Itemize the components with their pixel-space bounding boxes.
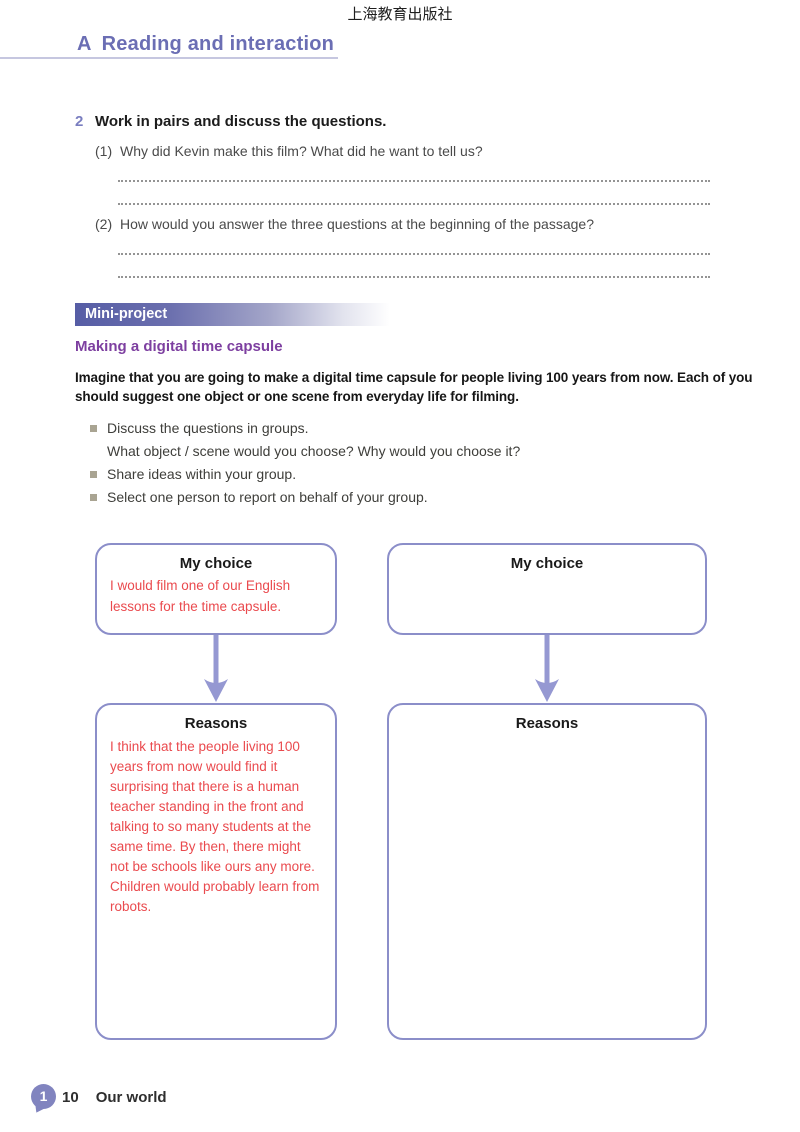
reasons-box-right: Reasons [387, 703, 707, 1040]
answer-line[interactable] [118, 203, 710, 205]
arrow-down-icon [535, 635, 559, 702]
question-item: (2) How would you answer the three quest… [95, 214, 710, 234]
box-title: My choice [179, 555, 253, 572]
exercise-header: 2 Work in pairs and discuss the question… [75, 112, 710, 132]
my-choice-box-left: My choice I would film one of our Englis… [95, 543, 337, 635]
section-letter: A [77, 33, 92, 55]
list-item: Share ideas within your group. [90, 463, 735, 486]
publisher-name: 上海教育出版社 [347, 5, 453, 23]
unit-number-badge: 1 [31, 1084, 56, 1109]
mini-project-title: Making a digital time capsule [75, 338, 283, 355]
list-item-text: Select one person to report on behalf of… [107, 486, 428, 509]
square-bullet-icon [90, 425, 97, 432]
box-title: Reasons [515, 715, 579, 732]
section-heading: A Reading and interaction [77, 33, 334, 56]
exercise-2: 2 Work in pairs and discuss the question… [75, 112, 710, 278]
question-text: Why did Kevin make this film? What did h… [120, 143, 483, 159]
box-title: My choice [510, 555, 584, 572]
my-choice-box-right: My choice [387, 543, 707, 635]
question-item: (1) Why did Kevin make this film? What d… [95, 141, 710, 161]
handwritten-answer[interactable]: I would film one of our English lessons … [110, 578, 291, 614]
exercise-number: 2 [75, 113, 84, 130]
arrow-down-icon [204, 635, 228, 702]
handwritten-answer[interactable]: I think that the people living 100 years… [110, 739, 320, 914]
question-number: (2) [95, 216, 113, 232]
exercise-instruction: Work in pairs and discuss the questions. [95, 113, 387, 130]
square-bullet-icon [90, 494, 97, 501]
bullet-line: Share ideas within your group. [107, 466, 297, 482]
mini-project-intro: Imagine that you are going to make a dig… [75, 370, 753, 404]
answer-line[interactable] [118, 180, 710, 182]
mini-project-section: Mini-project Making a digital time capsu… [75, 303, 753, 509]
unit-title: Our world [95, 1089, 167, 1106]
bullet-line: Select one person to report on behalf of… [107, 489, 428, 505]
reasons-box-left: Reasons I think that the people living 1… [95, 703, 337, 1040]
answer-line[interactable] [118, 276, 710, 278]
mini-project-banner: Mini-project [75, 303, 390, 326]
list-item: Select one person to report on behalf of… [90, 486, 735, 509]
question-text: How would you answer the three questions… [120, 216, 594, 232]
instruction-list: Discuss the questions in groups. What ob… [75, 417, 735, 509]
list-item-text: Share ideas within your group. [107, 463, 296, 486]
section-title: Reading and interaction [101, 33, 335, 55]
list-item-text: Discuss the questions in groups. What ob… [107, 417, 520, 463]
bullet-line: Discuss the questions in groups. [107, 420, 309, 436]
list-item: Discuss the questions in groups. What ob… [90, 417, 735, 463]
question-number: (1) [95, 143, 113, 159]
bullet-subline: What object / scene would you choose? Wh… [107, 443, 521, 459]
box-title: Reasons [184, 715, 248, 732]
page-number: 10 [62, 1089, 79, 1106]
section-underline [0, 57, 338, 59]
page-footer: 10 Our world [62, 1089, 167, 1106]
square-bullet-icon [90, 471, 97, 478]
answer-line[interactable] [118, 253, 710, 255]
